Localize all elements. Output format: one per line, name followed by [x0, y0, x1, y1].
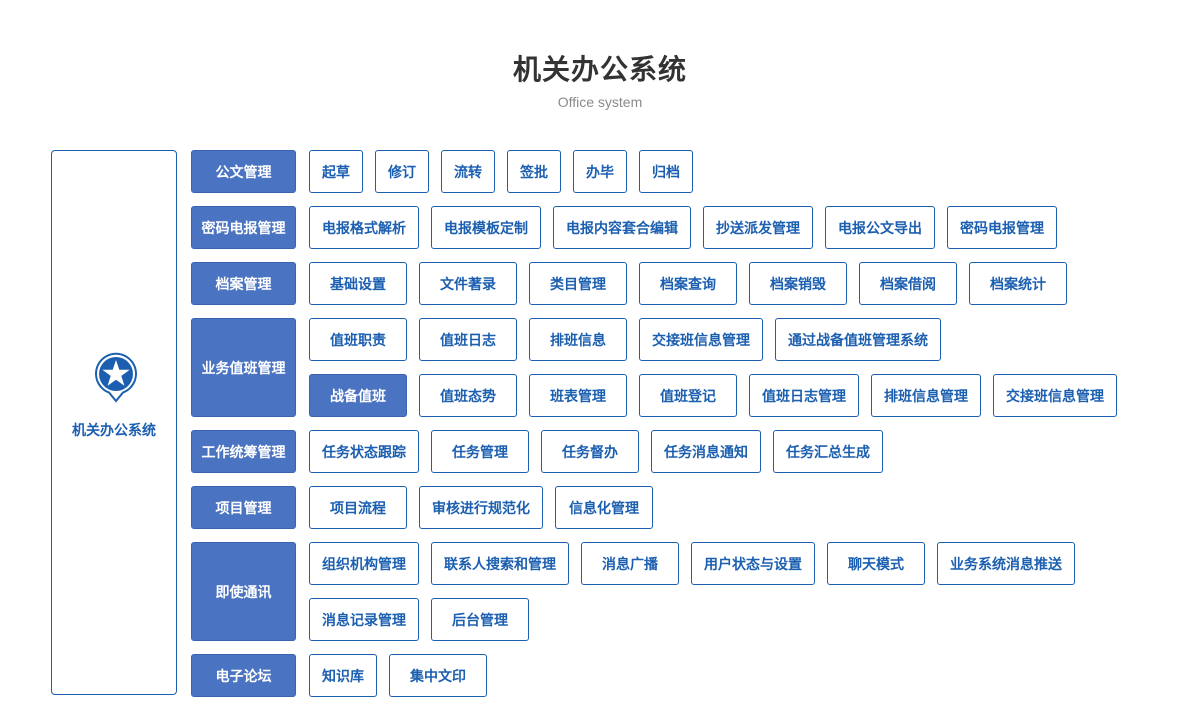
category-5[interactable]: 项目管理: [191, 486, 296, 529]
module-item-0-0-2[interactable]: 流转: [441, 150, 495, 193]
module-item-2-0-2[interactable]: 类目管理: [529, 262, 627, 305]
module-item-6-0-1[interactable]: 联系人搜索和管理: [431, 542, 569, 585]
category-6[interactable]: 即使通讯: [191, 542, 296, 641]
category-7[interactable]: 电子论坛: [191, 654, 296, 697]
module-item-6-1-0[interactable]: 消息记录管理: [309, 598, 419, 641]
module-item-7-0-1[interactable]: 集中文印: [389, 654, 487, 697]
module-item-3-0-2[interactable]: 排班信息: [529, 318, 627, 361]
category-4[interactable]: 工作统筹管理: [191, 430, 296, 473]
module-item-2-0-3[interactable]: 档案查询: [639, 262, 737, 305]
page-subtitle: Office system: [557, 94, 643, 110]
category-1[interactable]: 密码电报管理: [191, 206, 296, 249]
module-item-5-0-2[interactable]: 信息化管理: [555, 486, 653, 529]
module-item-3-0-1[interactable]: 值班日志: [419, 318, 517, 361]
module-item-6-1-1[interactable]: 后台管理: [431, 598, 529, 641]
module-item-3-1-0[interactable]: 战备值班: [309, 374, 407, 417]
module-item-0-0-4[interactable]: 办毕: [573, 150, 627, 193]
module-item-6-0-2[interactable]: 消息广播: [581, 542, 679, 585]
module-item-4-0-2[interactable]: 任务督办: [541, 430, 639, 473]
module-item-4-0-4[interactable]: 任务汇总生成: [773, 430, 883, 473]
module-item-5-0-1[interactable]: 审核进行规范化: [419, 486, 543, 529]
module-item-0-0-0[interactable]: 起草: [309, 150, 363, 193]
module-item-6-0-3[interactable]: 用户状态与设置: [691, 542, 815, 585]
module-item-0-0-3[interactable]: 签批: [507, 150, 561, 193]
module-item-3-0-4[interactable]: 通过战备值班管理系统: [775, 318, 941, 361]
module-item-1-0-2[interactable]: 电报内容套合编辑: [553, 206, 691, 249]
module-item-3-1-2[interactable]: 班表管理: [529, 374, 627, 417]
module-item-4-0-1[interactable]: 任务管理: [431, 430, 529, 473]
module-item-6-0-0[interactable]: 组织机构管理: [309, 542, 419, 585]
module-item-3-1-4[interactable]: 值班日志管理: [749, 374, 859, 417]
module-item-2-0-5[interactable]: 档案借阅: [859, 262, 957, 305]
module-item-6-0-4[interactable]: 聊天模式: [827, 542, 925, 585]
module-item-3-1-3[interactable]: 值班登记: [639, 374, 737, 417]
module-item-3-1-1[interactable]: 值班态势: [419, 374, 517, 417]
module-item-1-0-1[interactable]: 电报模板定制: [431, 206, 541, 249]
module-item-6-0-5[interactable]: 业务系统消息推送: [937, 542, 1075, 585]
module-item-5-0-0[interactable]: 项目流程: [309, 486, 407, 529]
module-item-1-0-4[interactable]: 电报公文导出: [825, 206, 935, 249]
module-item-1-0-5[interactable]: 密码电报管理: [947, 206, 1057, 249]
module-item-0-0-1[interactable]: 修订: [375, 150, 429, 193]
module-item-2-0-1[interactable]: 文件著录: [419, 262, 517, 305]
category-0[interactable]: 公文管理: [191, 150, 296, 193]
module-item-1-0-0[interactable]: 电报格式解析: [309, 206, 419, 249]
module-item-2-0-6[interactable]: 档案统计: [969, 262, 1067, 305]
category-2[interactable]: 档案管理: [191, 262, 296, 305]
category-3[interactable]: 业务值班管理: [191, 318, 296, 417]
root-node-box[interactable]: [51, 150, 177, 695]
star-pin-icon: [95, 352, 137, 403]
root-node-label: 机关办公系统: [72, 423, 156, 439]
module-item-3-1-6[interactable]: 交接班信息管理: [993, 374, 1117, 417]
module-item-4-0-3[interactable]: 任务消息通知: [651, 430, 761, 473]
module-item-1-0-3[interactable]: 抄送派发管理: [703, 206, 813, 249]
module-item-2-0-0[interactable]: 基础设置: [309, 262, 407, 305]
module-item-7-0-0[interactable]: 知识库: [309, 654, 377, 697]
module-item-3-0-0[interactable]: 值班职责: [309, 318, 407, 361]
module-item-3-0-3[interactable]: 交接班信息管理: [639, 318, 763, 361]
module-item-4-0-0[interactable]: 任务状态跟踪: [309, 430, 419, 473]
page-title: 机关办公系统: [512, 53, 687, 86]
module-item-0-0-5[interactable]: 归档: [639, 150, 693, 193]
module-item-2-0-4[interactable]: 档案销毁: [749, 262, 847, 305]
module-item-3-1-5[interactable]: 排班信息管理: [871, 374, 981, 417]
